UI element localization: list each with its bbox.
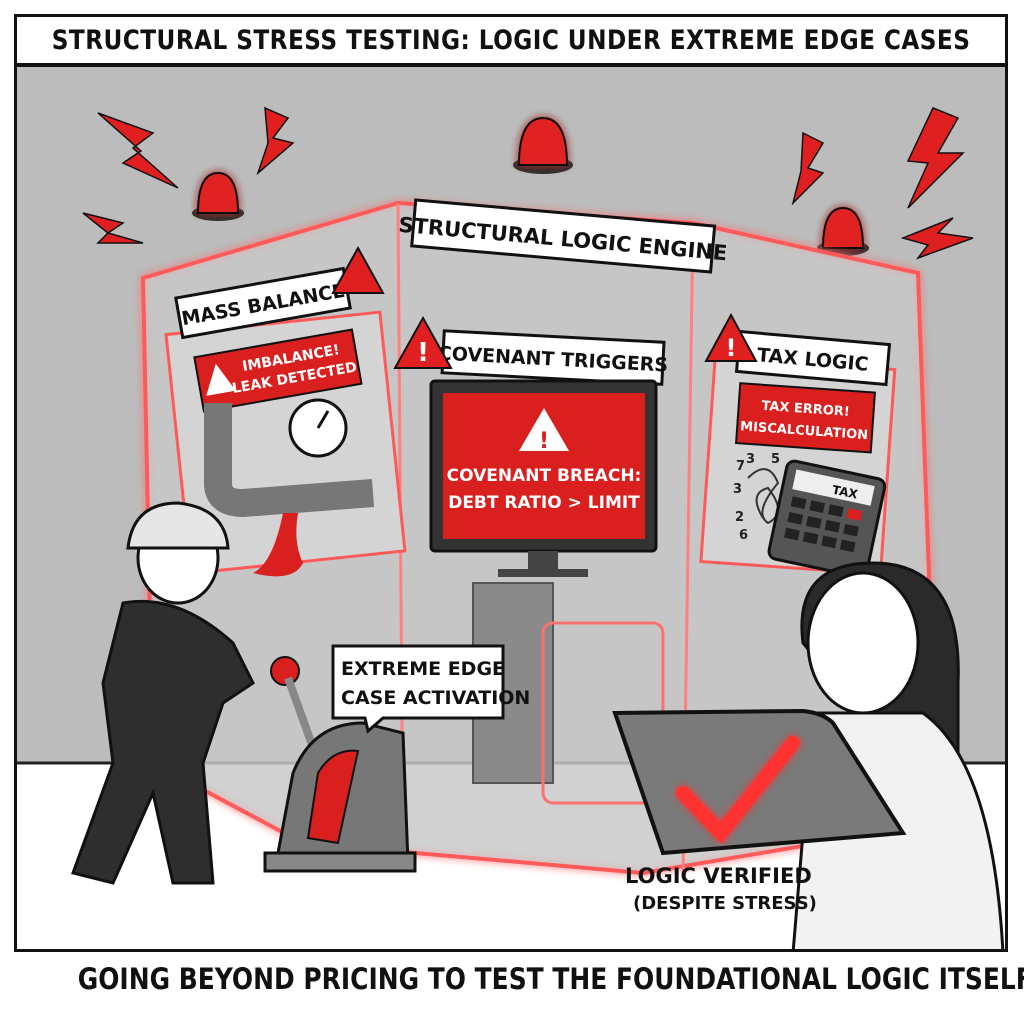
svg-text:3: 3 <box>746 452 755 467</box>
warning-icon <box>331 245 385 294</box>
checkmark-icon <box>676 736 800 844</box>
leak-drip <box>253 513 303 577</box>
leaking-pipe <box>204 403 375 518</box>
calculator-icon: TAX <box>767 459 887 579</box>
svg-text:(DESPITE STRESS): (DESPITE STRESS) <box>633 893 817 914</box>
svg-text:!: ! <box>417 338 429 368</box>
svg-text:TAX: TAX <box>831 483 860 502</box>
warning-icon <box>206 363 236 396</box>
svg-text:CASE ACTIVATION: CASE ACTIVATION <box>341 687 530 709</box>
title: STRUCTURAL STRESS TESTING: LOGIC UNDER E… <box>51 24 971 56</box>
illustration-panel: STRUCTURAL LOGIC ENGINE MASS BALANCE IMB… <box>14 64 1008 952</box>
svg-text:!: ! <box>726 334 737 362</box>
title-banner: STRUCTURAL STRESS TESTING: LOGIC UNDER E… <box>14 14 1008 66</box>
warning-icon <box>519 408 569 451</box>
lightning-icons <box>82 106 974 260</box>
lever-callout: EXTREME EDGE CASE ACTIVATION <box>331 644 530 734</box>
svg-text:COVENANT BREACH:: COVENANT BREACH: <box>447 466 642 486</box>
activation-lever[interactable] <box>263 676 417 873</box>
svg-text:6: 6 <box>739 528 748 543</box>
warning-icon <box>704 312 758 362</box>
svg-text:7: 7 <box>736 459 745 474</box>
tax-logic-module: TAX LOGIC ! TAX ERROR! MISCALCULATION 7 … <box>699 312 897 579</box>
verified-label: LOGIC VERIFIED (DESPITE STRESS) <box>625 864 817 914</box>
svg-text:LOGIC VERIFIED: LOGIC VERIFIED <box>625 864 812 888</box>
caption: GOING BEYOND PRICING TO TEST THE FOUNDAT… <box>77 962 1024 996</box>
svg-text:3: 3 <box>733 482 742 497</box>
scribbled-numbers: 7 3 5 3 2 6 <box>733 452 780 543</box>
svg-text:2: 2 <box>735 510 744 525</box>
svg-text:EXTREME EDGE: EXTREME EDGE <box>341 658 505 680</box>
covenant-module: COVENANT TRIGGERS ! ! COVENANT BREACH: D… <box>393 315 669 577</box>
tablet[interactable] <box>612 708 907 856</box>
engineer-figure <box>71 501 300 885</box>
mass-balance-module: MASS BALANCE IMBALANCE! LEAK DETECTED <box>164 245 407 577</box>
svg-text:!: ! <box>539 429 549 454</box>
svg-text:5: 5 <box>771 452 780 467</box>
hard-hat-icon <box>126 501 230 550</box>
svg-text:TAX ERROR!: TAX ERROR! <box>761 399 850 420</box>
warning-icon <box>393 315 453 369</box>
illustration: STRUCTURAL LOGIC ENGINE MASS BALANCE IMB… <box>17 106 1005 949</box>
svg-text:DEBT RATIO > LIMIT: DEBT RATIO > LIMIT <box>448 493 640 513</box>
